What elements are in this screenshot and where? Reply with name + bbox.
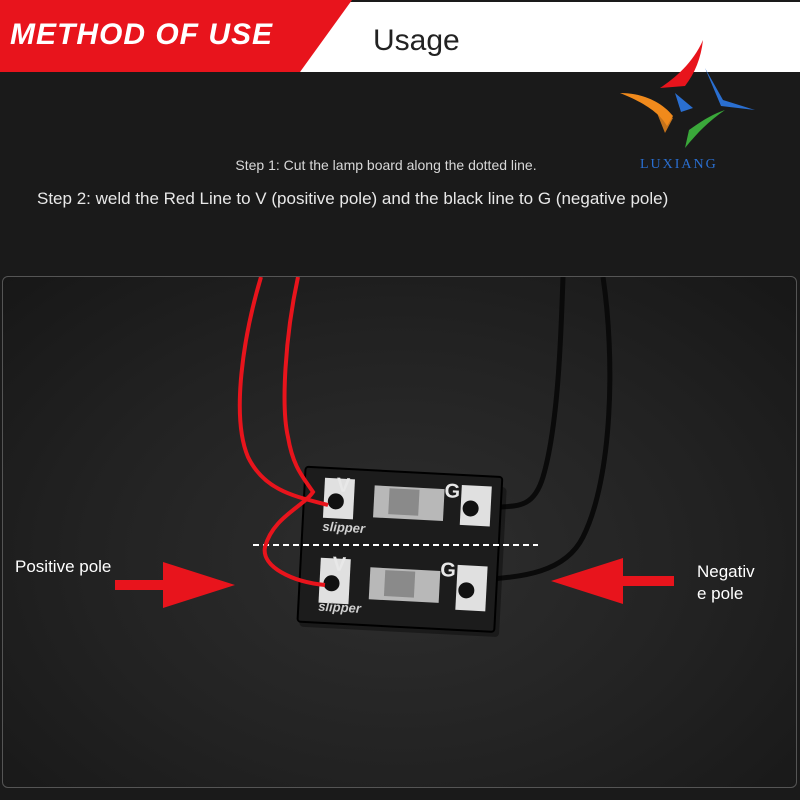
red-wire-2 [262,277,326,587]
step-2-text: Step 2: weld the Red Line to V (positive… [37,189,669,208]
pad-v-top: V [336,474,351,497]
negative-pole-label-line1: Negativ [697,562,755,581]
positive-pole-label: Positive pole [15,557,112,576]
product-photo-panel: V G slipper V G slipper [2,276,797,788]
black-wire-1 [472,277,566,513]
step-1-text: Step 1: Cut the lamp board along the dot… [0,157,800,173]
pcb-board: V G slipper V G slipper [296,465,504,633]
pad-g-top: G [444,480,461,503]
pad-v-bottom: V [332,553,347,576]
header-banner: METHOD OF USE Usage [0,0,800,80]
silkscreen-top: slipper [322,519,366,536]
method-of-use-badge: METHOD OF USE [10,18,274,51]
red-wire-1 [237,277,329,507]
led-board-illustration: V G slipper V G slipper [115,277,674,637]
positive-arrow-icon [115,562,235,608]
section-title: Usage [373,24,460,57]
negative-pole-label-line2: e pole [697,584,744,603]
luxiang-logo-icon [620,40,755,148]
negative-pole-label: Negativ e pole [697,561,755,605]
header-shapes [0,0,800,80]
pad-g-bottom: G [440,559,457,582]
logo-brand-text: LUXIANG [640,157,718,172]
silkscreen-bottom: slipper [318,599,362,616]
negative-arrow-icon [551,558,674,604]
step-1-label: Step 1: Cut the lamp board along the dot… [235,157,537,173]
black-wire-2 [467,277,613,584]
